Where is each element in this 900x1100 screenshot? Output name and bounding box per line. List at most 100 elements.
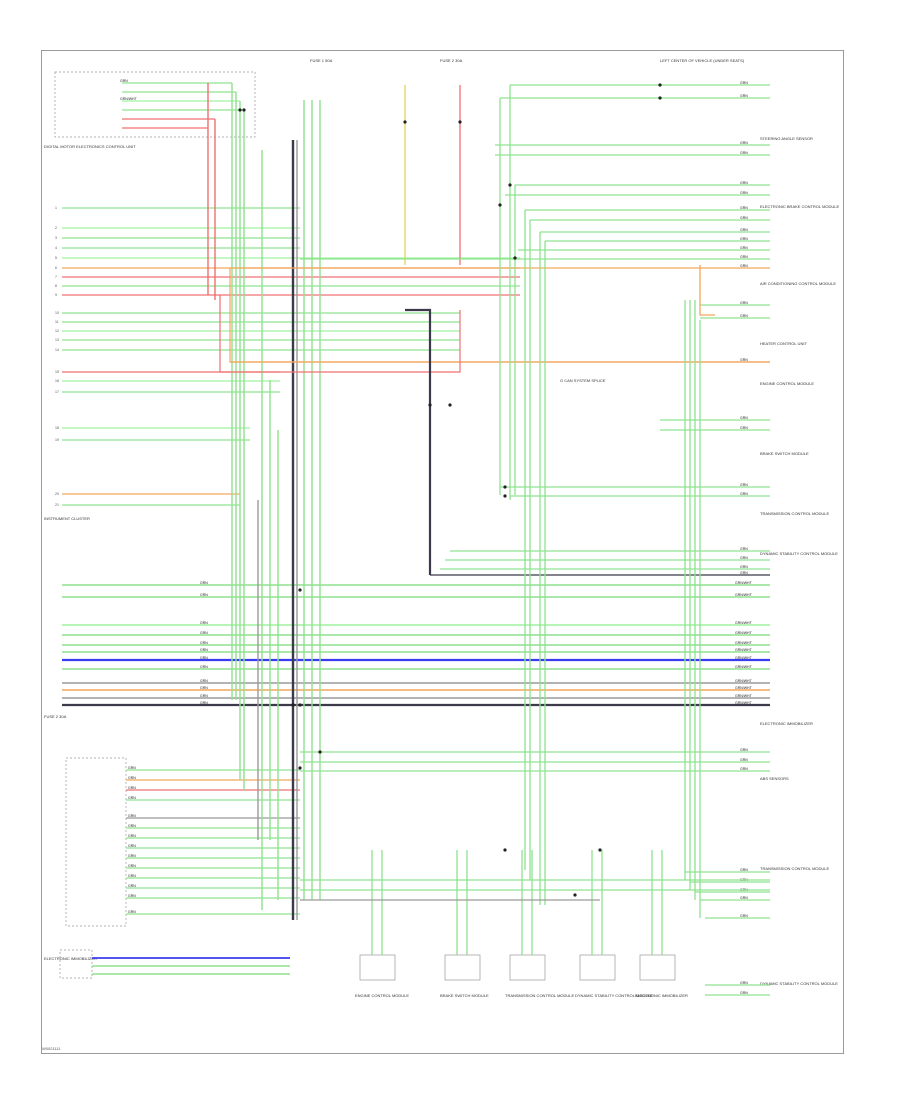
wire-label: GRN — [200, 679, 208, 683]
wire-label: GRN — [128, 796, 136, 800]
right-component-label: ELECTRONIC BRAKE CONTROL MODULE — [760, 204, 840, 209]
wire-label: GRN — [740, 141, 748, 145]
wire-label: GRN — [740, 492, 748, 496]
wire-label: GRN — [128, 786, 136, 790]
wire-label: GRN — [740, 767, 748, 771]
wire-label: GRN — [740, 314, 748, 318]
pin-number: 13 — [55, 338, 59, 342]
loop-wire — [229, 268, 770, 363]
loop-wire — [219, 295, 461, 373]
wire-label: GRN — [128, 874, 136, 878]
pin-number: 4 — [55, 246, 57, 250]
right-component-label: ABS SENSORS — [760, 776, 789, 781]
splice-dot — [658, 96, 662, 100]
wire-label: GRN — [200, 631, 208, 635]
wire-label: GRN — [740, 868, 748, 872]
connector-top — [54, 71, 256, 138]
right-component-label: DYNAMIC STABILITY CONTROL MODULE — [760, 981, 838, 986]
wire-label: GRN — [740, 426, 748, 430]
pin-number: 20 — [55, 492, 59, 496]
splice-dot — [318, 750, 322, 754]
wire-label: GRN — [200, 621, 208, 625]
connector-ews — [59, 949, 93, 979]
pin-number: 12 — [55, 329, 59, 333]
wire-label: GRN/WHT — [735, 679, 753, 683]
component-label-bcm: DIGITAL MOTOR ELECTRONICS CONTROL UNIT — [44, 144, 136, 149]
right-component-label: ENGINE CONTROL MODULE — [760, 381, 814, 386]
right-component-label: DYNAMIC STABILITY CONTROL MODULE — [760, 551, 838, 556]
splice-dot — [298, 766, 302, 770]
wire-label: GRN — [200, 648, 208, 652]
wire-label: GRN — [740, 181, 748, 185]
splice-label: G CAN SYSTEM SPLICE — [560, 378, 606, 383]
wire-label: GRN/WHT — [735, 686, 753, 690]
wire-label: GRN/WHT — [735, 701, 753, 705]
module-label: DYNAMIC STABILITY CONTROL MODULE — [575, 993, 653, 998]
wire-label: GRN — [740, 237, 748, 241]
splice-dot — [291, 703, 295, 707]
pin-number: 2 — [55, 226, 57, 230]
wire-label: GRN — [740, 991, 748, 995]
wire-label: GRN — [740, 748, 748, 752]
wire-label: GRN — [740, 246, 748, 250]
pin-number: 3 — [55, 236, 57, 240]
wire-label: GRN — [740, 216, 748, 220]
wire-label: GRN — [740, 358, 748, 362]
right-component-label: TRANSMISSION CONTROL MODULE — [760, 511, 830, 516]
right-component-label: HEATER CONTROL UNIT — [760, 341, 807, 346]
wire-label: GRN — [740, 264, 748, 268]
module-label: TRANSMISSION CONTROL MODULE — [505, 993, 575, 998]
wire-label: GRN — [128, 834, 136, 838]
right-component-label: TRANSMISSION CONTROL MODULE — [760, 866, 830, 871]
wire-label: GRN — [128, 844, 136, 848]
pin-number: 7 — [55, 275, 57, 279]
wire-label: GRN — [200, 656, 208, 660]
splice-dot — [498, 203, 502, 207]
wire-label: GRN — [200, 593, 208, 597]
wire-label: GRN — [200, 694, 208, 698]
pin-number: 5 — [55, 256, 57, 260]
component-label-fuse: FUSE 2 30A — [44, 714, 67, 719]
wire-label: GRN — [128, 894, 136, 898]
pin-number: 19 — [55, 438, 59, 442]
module-label: BRAKE SWITCH MODULE — [440, 993, 489, 998]
splice-dot — [403, 120, 407, 124]
wire-label: GRN — [128, 766, 136, 770]
fuse2-label: FUSE 2 30A — [440, 58, 463, 63]
connector-bottom-left — [65, 757, 127, 927]
wire-label: GRN/WHT — [120, 97, 138, 101]
splice-dot — [458, 120, 462, 124]
fuse1-label: FUSE 1 50A — [310, 58, 333, 63]
splice-dot — [573, 893, 577, 897]
right-component-label: ELECTRONIC IMMOBILIZER — [760, 721, 813, 726]
wire-label: GRN — [200, 686, 208, 690]
wire-label: GRN — [128, 824, 136, 828]
splice-dot — [298, 703, 302, 707]
splice-dot — [503, 848, 507, 852]
module-box — [639, 954, 676, 981]
wire-label: GRN/WHT — [735, 641, 753, 645]
module-box — [509, 954, 546, 981]
wire-label: GRN — [128, 854, 136, 858]
wire-label: GRN — [740, 483, 748, 487]
right-component-label: BRAKE SWITCH MODULE — [760, 451, 809, 456]
wire-label: GRN/WHT — [735, 665, 753, 669]
wire-label: GRN — [200, 581, 208, 585]
wire-label: GRN/WHT — [735, 648, 753, 652]
wire-label: GRN — [128, 910, 136, 914]
wire-label: GRN — [740, 255, 748, 259]
splice-dot — [448, 403, 452, 407]
module-label: ENGINE CONTROL MODULE — [355, 993, 409, 998]
wire-label: GRN — [740, 571, 748, 575]
wire-label: GRN — [740, 94, 748, 98]
wire-label: GRN — [740, 206, 748, 210]
splice-dot — [508, 183, 512, 187]
module-box — [444, 954, 481, 981]
splice-dot — [298, 588, 302, 592]
wire-label: GRN — [740, 556, 748, 560]
wire-label: GRN/WHT — [735, 621, 753, 625]
pin-number: 16 — [55, 379, 59, 383]
module-box — [359, 954, 396, 981]
pin-number: 18 — [55, 426, 59, 430]
